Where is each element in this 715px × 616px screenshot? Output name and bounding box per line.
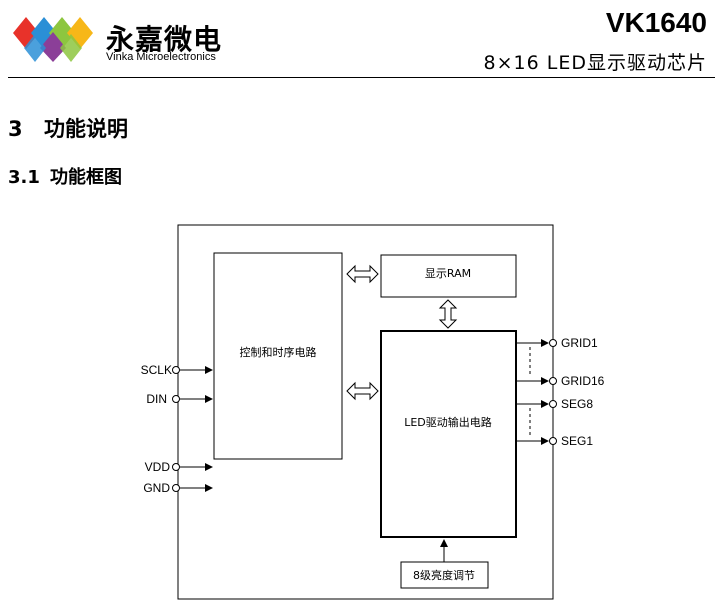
pin-seg8: SEG8: [516, 397, 593, 411]
pin-din-label: DIN: [146, 392, 167, 406]
led-driver-label: LED驱动输出电路: [404, 415, 492, 429]
subsection-number: 3.1: [8, 167, 40, 188]
display-ram-block: [380, 254, 517, 298]
ram-control-double-arrow: [346, 264, 379, 284]
pin-seg1-terminal: [549, 437, 557, 445]
section-title: 功能说明: [44, 117, 128, 141]
pin-sclk: SCLK: [141, 363, 213, 377]
header-divider: [8, 77, 715, 78]
pin-grid1: GRID1: [516, 336, 598, 350]
pin-din: DIN: [146, 392, 213, 406]
section-heading: 3 功能说明: [8, 113, 128, 143]
pin-din-terminal: [172, 395, 180, 403]
pin-sclk-label: SCLK: [141, 363, 172, 377]
pin-grid1-terminal: [549, 339, 557, 347]
pin-grid1-label: GRID1: [561, 336, 598, 350]
brightness-block: [400, 561, 489, 589]
section-number: 3: [8, 117, 23, 141]
pin-seg1-label: SEG1: [561, 434, 593, 448]
logo-chinese-name: 永嘉微电: [106, 23, 223, 56]
logo-diamond-green-low: [60, 34, 82, 62]
pin-grid16-terminal: [549, 377, 557, 385]
logo-diamond-purple: [40, 32, 66, 62]
pin-gnd: GND: [143, 481, 213, 495]
chip-outline: [177, 224, 554, 600]
document-subtitle: 8×16 LED显示驱动芯片: [483, 52, 707, 74]
document-title: VK1640: [605, 7, 707, 38]
subsection-title: 功能框图: [50, 167, 122, 188]
pin-vdd-label: VDD: [145, 460, 171, 474]
pin-vdd-terminal: [172, 463, 180, 471]
pin-seg1: SEG1: [516, 434, 593, 448]
pin-seg8-terminal: [549, 400, 557, 408]
brightness-label: 8级亮度调节: [413, 568, 475, 582]
pin-grid16-label: GRID16: [561, 374, 605, 388]
subsection-heading: 3.1 功能框图: [8, 163, 122, 189]
pin-grid16: GRID16: [516, 374, 605, 388]
led-driver-block: [380, 330, 517, 538]
control-timing-block: [213, 252, 343, 460]
display-ram-label: 显示RAM: [425, 267, 471, 280]
control-timing-label: 控制和时序电路: [240, 345, 317, 359]
company-logo: [13, 17, 93, 62]
ram-driver-double-arrow: [438, 299, 458, 329]
pin-seg8-label: SEG8: [561, 397, 593, 411]
control-driver-double-arrow: [346, 381, 379, 401]
pin-sclk-terminal: [172, 366, 180, 374]
pin-vdd: VDD: [145, 460, 213, 474]
logo-english-name: Vinka Microelectronics: [106, 51, 216, 63]
logo-diamond-blue-low: [24, 34, 46, 62]
pin-gnd-label: GND: [143, 481, 170, 495]
pin-gnd-terminal: [172, 484, 180, 492]
